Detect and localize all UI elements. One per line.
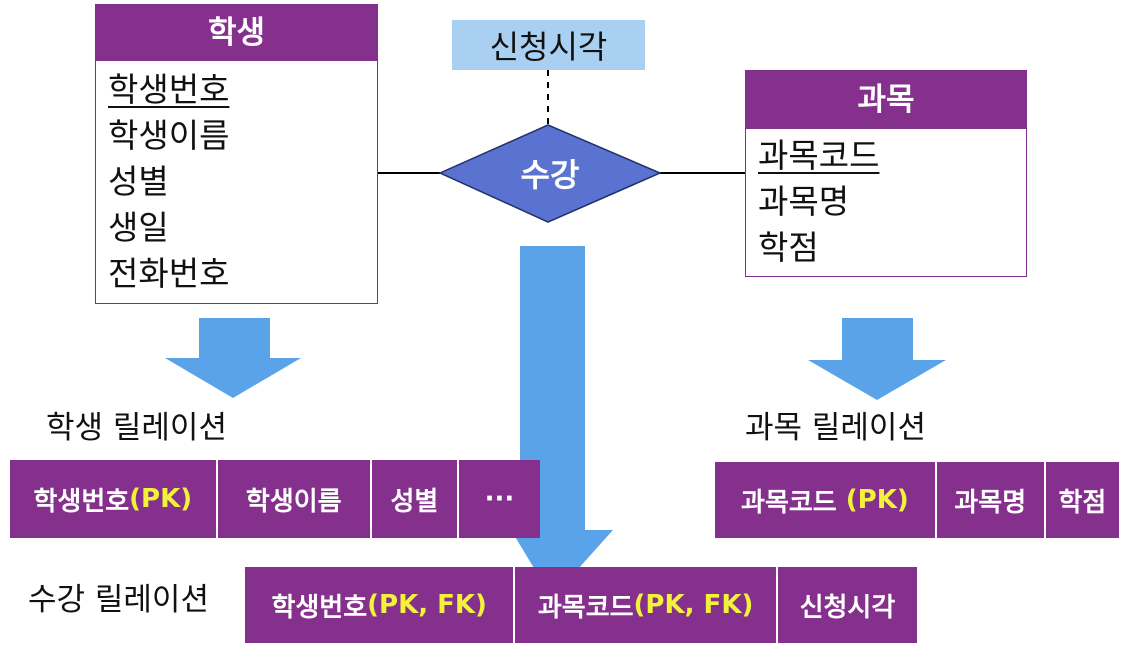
course-relation-col-name: 과목명	[936, 462, 1046, 538]
relationship-attribute: 신청시각	[452, 20, 645, 70]
enroll-relation-label: 수강 릴레이션	[28, 582, 209, 618]
course-relation-table: 과목코드 (PK) 과목명 학점	[715, 462, 1119, 538]
enroll-relation-col-time: 신청시각	[777, 567, 917, 643]
student-attr-id: 학생번호	[108, 70, 230, 109]
relationship-name: 수강	[520, 156, 580, 194]
course-entity-title: 과목	[746, 71, 1026, 129]
enroll-relation-col-student: 학생번호(PK, FK)	[245, 567, 516, 643]
student-attr-birthday: 생일	[108, 208, 169, 247]
enroll-relation-table: 학생번호(PK, FK) 과목코드(PK, FK) 신청시각	[245, 567, 917, 643]
course-relation-col-code: 과목코드 (PK)	[715, 462, 937, 538]
student-attr-gender: 성별	[108, 162, 169, 201]
student-relation-label: 학생 릴레이션	[46, 410, 227, 446]
course-relation-col-credit: 학점	[1045, 462, 1119, 538]
arrow-course	[808, 318, 946, 400]
student-attr-phone: 전화번호	[108, 254, 230, 293]
course-attributes: 과목코드 과목명 학점	[746, 129, 1026, 277]
arrow-enroll	[511, 246, 613, 598]
student-entity: 학생 학생번호 학생이름 성별 생일 전화번호	[95, 4, 378, 304]
arrow-student	[165, 318, 301, 398]
student-relation-table: 학생번호(PK) 학생이름 성별 ···	[10, 460, 540, 538]
student-attributes: 학생번호 학생이름 성별 생일 전화번호	[96, 61, 377, 303]
course-relation-label: 과목 릴레이션	[745, 410, 926, 446]
course-attr-code: 과목코드	[758, 136, 880, 175]
student-relation-col-id: 학생번호(PK)	[10, 460, 218, 538]
student-relation-col-name: 학생이름	[217, 460, 372, 538]
student-relation-col-gender: 성별	[371, 460, 459, 538]
relationship-diamond	[438, 124, 662, 223]
student-attr-name: 학생이름	[108, 116, 230, 155]
course-entity: 과목 과목코드 과목명 학점	[745, 70, 1027, 277]
enroll-relation-col-course: 과목코드(PK, FK)	[515, 567, 778, 643]
student-entity-title: 학생	[96, 5, 377, 61]
course-attr-credit: 학점	[758, 228, 819, 267]
course-attr-name: 과목명	[758, 182, 850, 221]
student-relation-col-more: ···	[458, 460, 540, 538]
